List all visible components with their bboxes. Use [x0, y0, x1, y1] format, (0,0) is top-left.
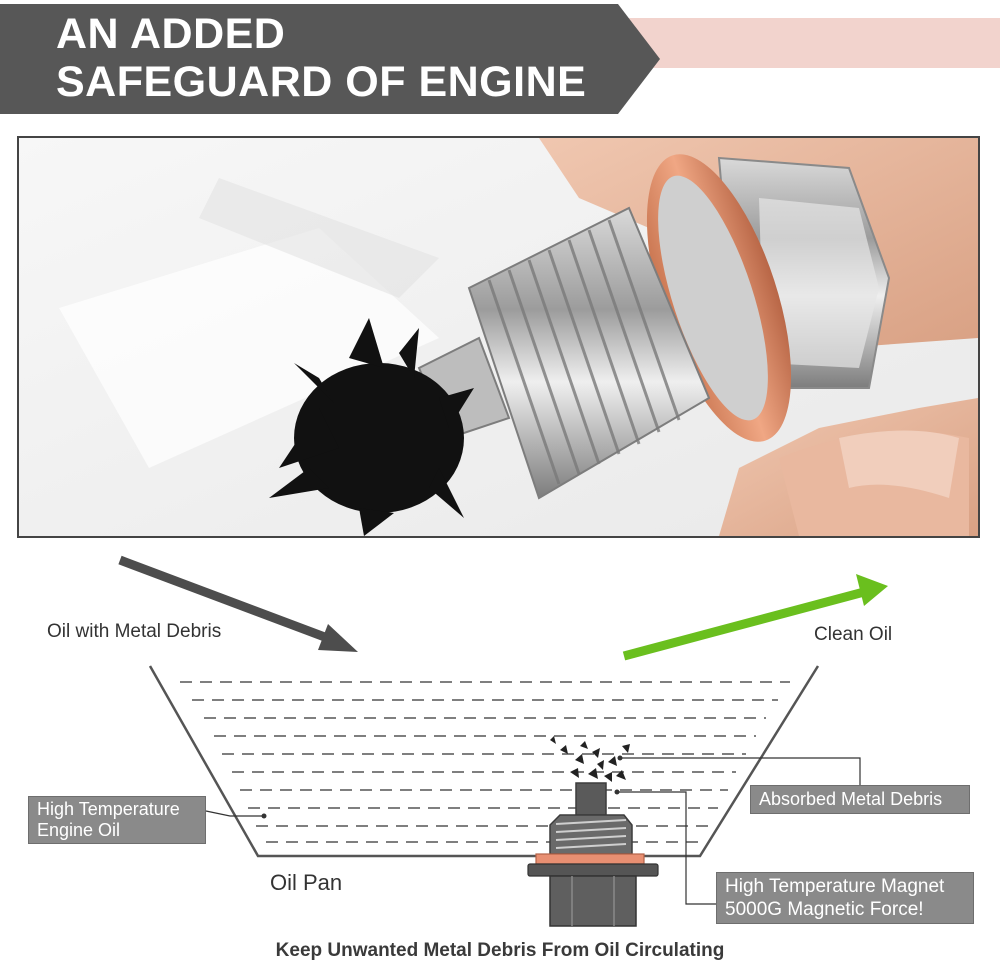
banner-title: AN ADDED SAFEGUARD OF ENGINE: [56, 10, 616, 106]
absorbed-debris-callout-text: Absorbed Metal Debris: [759, 789, 943, 809]
oil-pan-label: Oil Pan: [270, 870, 343, 895]
debris-particles: [550, 736, 630, 782]
magnet-callout-line1: High Temperature Magnet: [725, 876, 945, 897]
engine-oil-callout: High Temperature Engine Oil: [28, 796, 206, 844]
banner-title-line1: AN ADDED: [56, 10, 286, 58]
oil-pan-diagram: [118, 555, 888, 927]
drain-plug-illustration: [19, 138, 978, 536]
hex-head-icon: [549, 875, 637, 927]
drain-plug-thread: [549, 814, 633, 855]
plug-flange: [527, 863, 659, 877]
gasket-ring: [535, 853, 645, 865]
title-banner: [0, 4, 660, 114]
banner-title-line2: SAFEGUARD OF ENGINE: [56, 58, 587, 106]
oil-pan-outline: [148, 665, 820, 858]
incoming-oil-arrow: [118, 555, 358, 652]
engine-oil-callout-line2: Engine Oil: [37, 820, 121, 840]
magnet-icon: [575, 782, 607, 816]
engine-oil-callout-line1: High Temperature: [37, 799, 180, 819]
banner-accent-stripe: [600, 18, 1000, 68]
absorbed-debris-callout: Absorbed Metal Debris: [750, 785, 970, 814]
callout-leaders: [205, 757, 861, 905]
magnet-callout: High Temperature Magnet 5000G Magnetic F…: [716, 872, 974, 924]
clean-oil-label: Clean Oil: [814, 624, 893, 645]
oil-with-debris-label: Oil with Metal Debris: [47, 621, 222, 642]
product-photo: [17, 136, 980, 538]
magnet-callout-line2: 5000G Magnetic Force!: [725, 899, 924, 920]
footer-caption: Keep Unwanted Metal Debris From Oil Circ…: [275, 940, 725, 961]
clean-oil-arrow: [622, 574, 888, 661]
oil-level-lines: [180, 681, 790, 843]
